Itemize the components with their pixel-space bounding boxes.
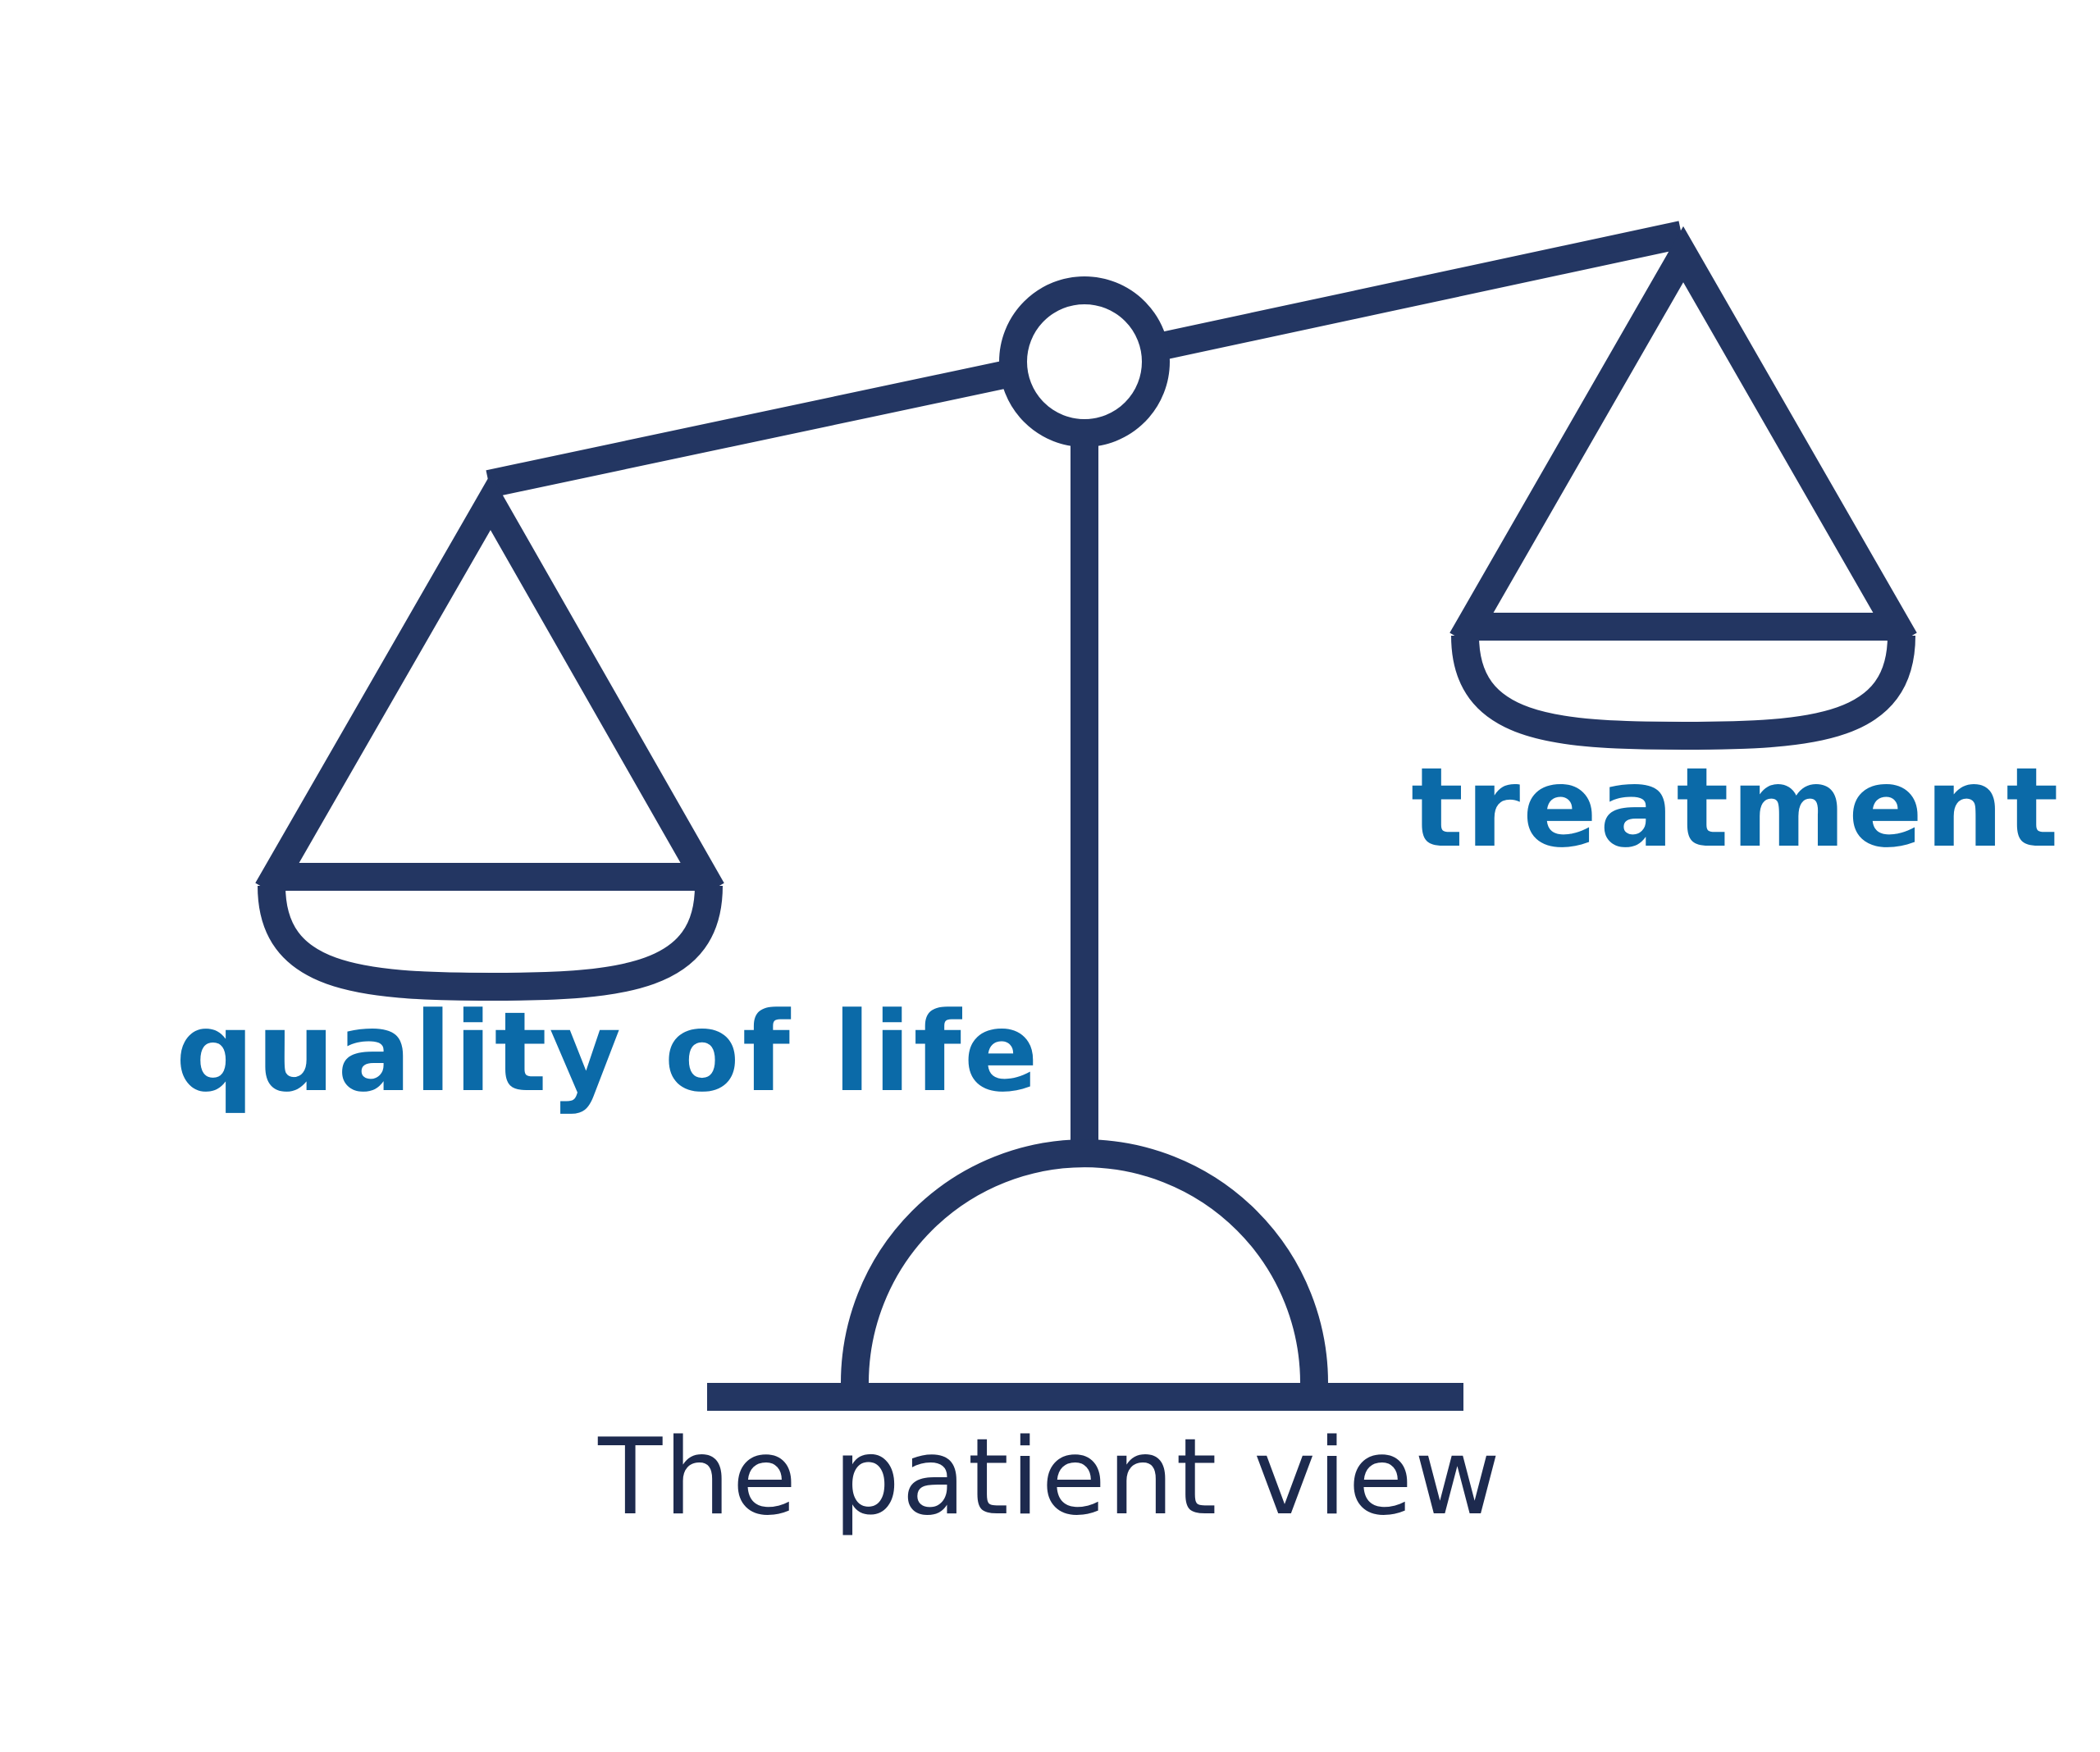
right-pan-hanger (1449, 226, 1917, 647)
right-pan-label: treatment (1411, 744, 2061, 872)
left-pan-hanger (255, 473, 724, 897)
diagram-caption: The patient view (598, 1417, 1502, 1539)
beam-right-arm (1155, 221, 1685, 361)
left-pan-bowl (258, 885, 723, 1001)
beam-left-arm (486, 358, 1022, 498)
left-pan-label: quality of life (176, 988, 1041, 1116)
base-dome (841, 1139, 1328, 1384)
pivot-ring (999, 276, 1170, 447)
right-pan-bowl (1451, 635, 1915, 751)
